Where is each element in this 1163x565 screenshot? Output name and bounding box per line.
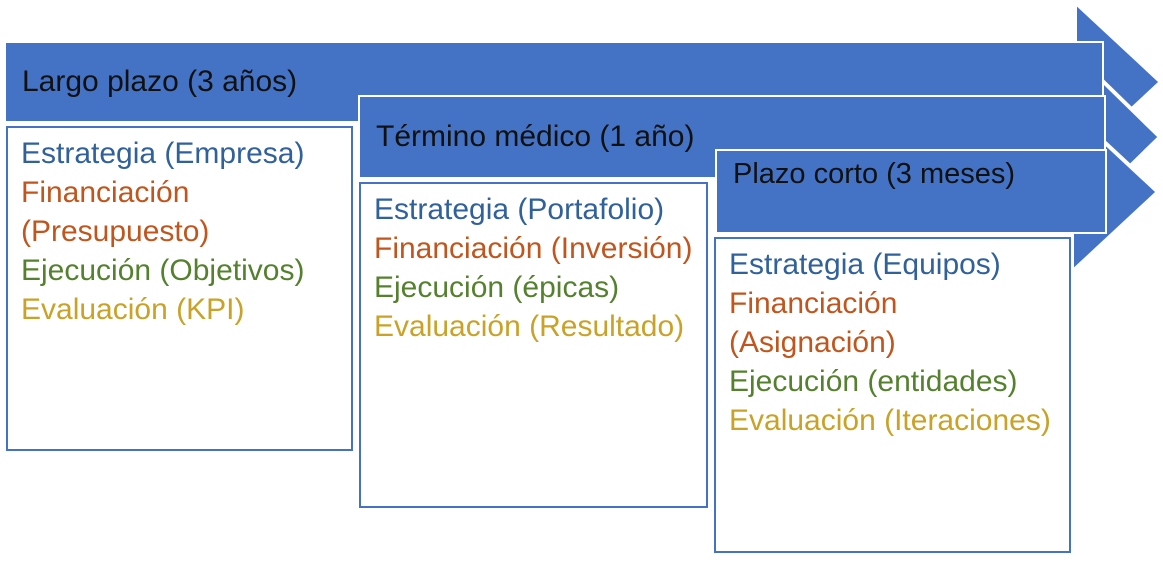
item-funding-long-term: Financiación (Presupuesto) — [21, 176, 210, 248]
content-box-medium-term[interactable]: Estrategia (Portafolio) Financiación (In… — [359, 182, 708, 508]
banner-short-term[interactable]: Plazo corto (3 meses) — [715, 149, 1107, 234]
item-evaluation-medium-term: Evaluación (Resultado) — [374, 310, 685, 343]
item-strategy-long-term: Estrategia (Empresa) — [21, 137, 305, 170]
item-execution-long-term: Ejecución (Objetivos) — [21, 254, 305, 287]
item-evaluation-short-term: Evaluación (Iteraciones) — [729, 404, 1051, 437]
item-funding-medium-term: Financiación (Inversión) — [374, 232, 693, 265]
item-strategy-short-term: Estrategia (Equipos) — [729, 248, 1001, 281]
content-box-long-term[interactable]: Estrategia (Empresa) Financiación (Presu… — [6, 126, 353, 451]
item-strategy-medium-term: Estrategia (Portafolio) — [374, 193, 665, 226]
item-funding-short-term: Financiación (Asignación) — [729, 287, 898, 359]
item-execution-short-term: Ejecución (entidades) — [729, 365, 1018, 398]
content-box-short-term[interactable]: Estrategia (Equipos) Financiación (Asign… — [714, 237, 1071, 553]
item-execution-medium-term: Ejecución (épicas) — [374, 271, 620, 304]
item-evaluation-long-term: Evaluación (KPI) — [21, 293, 245, 326]
